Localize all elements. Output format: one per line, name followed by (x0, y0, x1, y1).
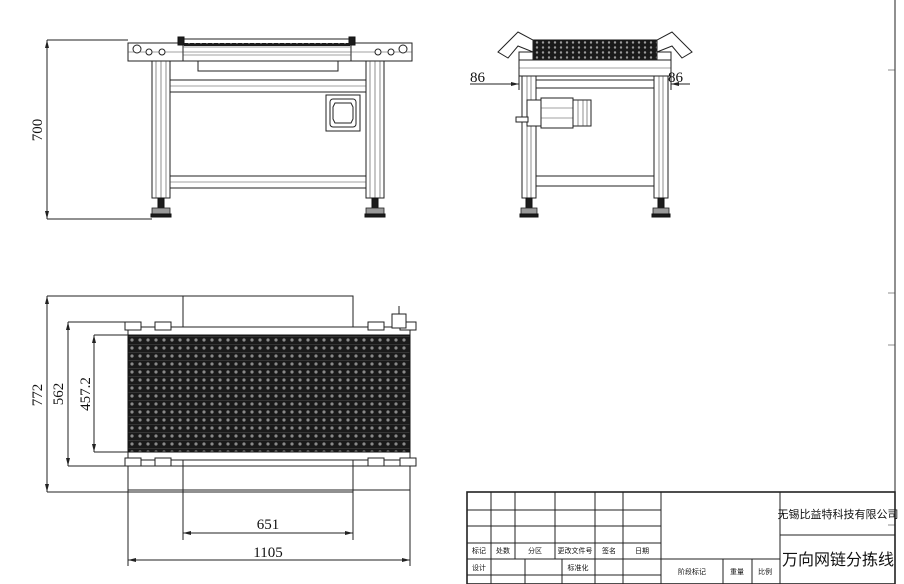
dim-belt-width-562: 562 (51, 383, 67, 406)
title-block: 标记 处数 分区 更改文件号 签名 日期 设计 标准化 阶段标记 重量 比例 无… (466, 491, 899, 584)
tb-standardization: 标准化 (568, 563, 589, 572)
tb-weight: 重量 (730, 568, 744, 576)
tb-scale: 比例 (758, 567, 772, 576)
tb-header-change-doc: 更改文件号 (558, 546, 593, 555)
tb-header-signature: 签名 (602, 546, 616, 555)
tb-stage-mark: 阶段标记 (678, 567, 706, 576)
dim-side-left-86: 86 (470, 70, 486, 86)
dim-total-length-1105: 1105 (253, 545, 282, 561)
tb-header-count: 处数 (496, 546, 510, 555)
tb-design: 设计 (472, 563, 486, 572)
dim-height-700: 700 (30, 119, 46, 142)
dim-outer-width-772: 772 (30, 384, 46, 407)
tb-header-date: 日期 (635, 547, 649, 555)
dim-inner-width-457-2: 457.2 (78, 377, 94, 411)
tb-header-mark: 标记 (472, 546, 486, 555)
top-view: 772 562 457.2 651 1105 (30, 295, 417, 566)
dim-center-length-651: 651 (257, 517, 280, 533)
tb-company-name: 无锡比益特科技有限公司 (778, 507, 899, 521)
side-view: 86 86 (470, 31, 693, 218)
dim-side-right-86: 86 (668, 70, 684, 86)
tb-header-zone: 分区 (528, 546, 542, 555)
tb-product-name: 万向网链分拣线 (782, 550, 894, 569)
front-view: 700 (30, 36, 413, 220)
